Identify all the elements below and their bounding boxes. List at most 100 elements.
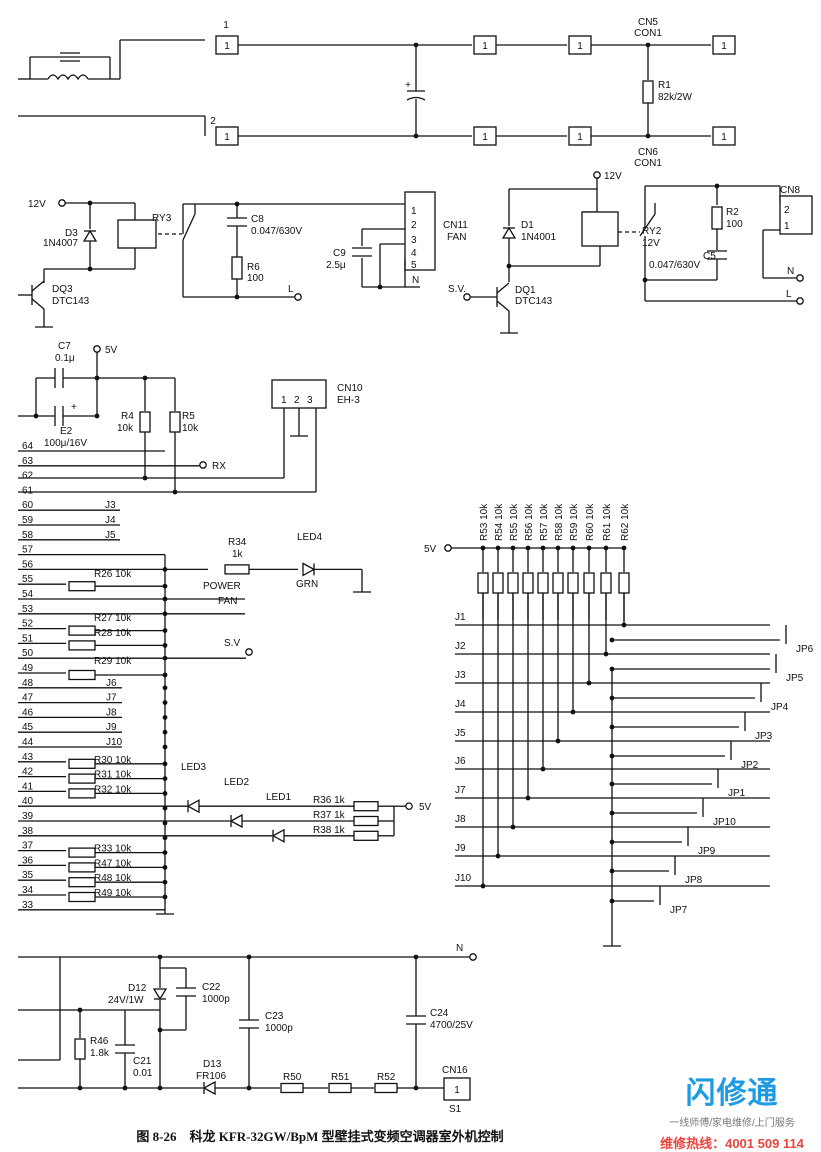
cn10-pin-3: 3 bbox=[307, 395, 313, 406]
diode bbox=[229, 813, 243, 829]
resistor bbox=[68, 758, 96, 769]
diode bbox=[501, 226, 517, 239]
label-r47: R47 10k bbox=[94, 858, 132, 869]
bank-label-1: R54 10k bbox=[494, 503, 505, 541]
label-d13v: FR106 bbox=[196, 1071, 226, 1082]
resistor bbox=[642, 80, 654, 104]
label-d12: D12 bbox=[128, 983, 147, 994]
label-j5: J5 bbox=[105, 530, 116, 541]
watermark-hotline: 维修热线：4001 509 114 bbox=[660, 1136, 804, 1151]
pin-number-33: 33 bbox=[22, 900, 34, 911]
connector-box-label: 1 bbox=[577, 132, 583, 143]
jumper-JP6: JP6 bbox=[796, 644, 814, 655]
terminal bbox=[796, 274, 804, 282]
label-c8: C8 bbox=[251, 214, 264, 225]
resistor bbox=[618, 572, 630, 594]
cn11-pin-4: 4 bbox=[411, 248, 417, 259]
label-c24v: 4700/25V bbox=[430, 1020, 473, 1031]
pin-number-57: 57 bbox=[22, 545, 34, 556]
terminal bbox=[405, 802, 413, 811]
label-ry2: RY2 bbox=[642, 226, 662, 237]
label-r46v: 1.8k bbox=[90, 1048, 110, 1059]
bank-label-3: R56 10k bbox=[524, 503, 535, 541]
label-r31: R31 10k bbox=[94, 770, 132, 781]
label-fan: FAN bbox=[447, 232, 466, 243]
label-r34v: 1k bbox=[232, 549, 244, 560]
label-r49: R49 10k bbox=[94, 888, 132, 899]
inductor bbox=[47, 74, 89, 81]
label-l1: L bbox=[288, 284, 294, 295]
label-fanl: FAN bbox=[218, 596, 237, 607]
diode bbox=[271, 828, 285, 843]
jumper-JP8: JP8 bbox=[685, 875, 703, 886]
label-d3v: 1N4007 bbox=[43, 238, 78, 249]
label-c24: C24 bbox=[430, 1008, 449, 1019]
pin-number-59: 59 bbox=[22, 515, 34, 526]
pin-number-34: 34 bbox=[22, 885, 34, 896]
label-d1: D1 bbox=[521, 220, 534, 231]
label-v5c: 5V bbox=[424, 544, 437, 555]
label-j6: J6 bbox=[106, 678, 117, 689]
cap-plus: + bbox=[405, 80, 411, 91]
connector-box-label: 1 bbox=[482, 132, 488, 143]
bank-label-0: R53 10k bbox=[479, 503, 490, 541]
resistor bbox=[328, 1082, 352, 1094]
terminal bbox=[444, 544, 452, 552]
pin-number-64: 64 bbox=[22, 441, 34, 452]
resistor bbox=[374, 1082, 398, 1094]
label-dq3v: DTC143 bbox=[52, 296, 90, 307]
label-cn11: CN11 bbox=[443, 220, 468, 231]
cn16-pin: 1 bbox=[454, 1085, 460, 1096]
label-led4: LED4 bbox=[297, 532, 322, 543]
label-r6: R6 bbox=[247, 262, 260, 273]
resistor bbox=[169, 411, 181, 433]
pin-number-43: 43 bbox=[22, 752, 34, 763]
label-r36: R36 1k bbox=[313, 795, 346, 806]
label-grn: GRN bbox=[296, 579, 318, 590]
jumper-row-J3: J3 bbox=[455, 670, 466, 681]
cn10-pin-2: 2 bbox=[294, 395, 300, 406]
label-n3: N bbox=[456, 943, 463, 954]
label-v5a: 5V bbox=[105, 345, 118, 356]
label-led2: LED2 bbox=[224, 777, 249, 788]
label-cn6: CN6 bbox=[638, 147, 658, 158]
label-cn5: CN5 bbox=[638, 17, 658, 28]
resistor bbox=[567, 572, 579, 594]
relay-coil-ry3 bbox=[117, 219, 157, 249]
label-d1v: 1N4001 bbox=[521, 232, 556, 243]
pin-number-35: 35 bbox=[22, 870, 34, 881]
label-r1v: 82k/2W bbox=[658, 92, 692, 103]
label-e2v: 100μ/16V bbox=[44, 438, 87, 449]
terminal bbox=[796, 297, 804, 305]
bank-label-7: R60 10k bbox=[585, 503, 596, 541]
label-r52: R52 bbox=[377, 1072, 396, 1083]
label-led1: LED1 bbox=[266, 792, 291, 803]
pin-number-47: 47 bbox=[22, 693, 34, 704]
label-c21: C21 bbox=[133, 1056, 152, 1067]
label-j8: J8 bbox=[106, 707, 117, 718]
resistor bbox=[280, 1082, 304, 1094]
jumper-row-J4: J4 bbox=[455, 699, 466, 710]
label-cn5c: CON1 bbox=[634, 28, 662, 39]
label-cn6c: CON1 bbox=[634, 158, 662, 169]
jumper-JP10: JP10 bbox=[713, 817, 736, 828]
pin-number-63: 63 bbox=[22, 456, 34, 467]
resistor bbox=[492, 572, 504, 594]
pin-number-37: 37 bbox=[22, 841, 34, 852]
relay-coil-ry2 bbox=[581, 211, 619, 247]
label-j10: J10 bbox=[106, 737, 123, 748]
cn11-pin-1: 1 bbox=[411, 206, 417, 217]
label-c23v: 1000p bbox=[265, 1023, 293, 1034]
label-r51: R51 bbox=[331, 1072, 350, 1083]
pin-number-54: 54 bbox=[22, 589, 34, 600]
label-r5: R5 bbox=[182, 411, 195, 422]
pin-number-49: 49 bbox=[22, 663, 34, 674]
diode bbox=[302, 562, 316, 577]
label-r48: R48 10k bbox=[94, 873, 132, 884]
resistor bbox=[552, 572, 564, 594]
jumper-row-J1: J1 bbox=[455, 612, 466, 623]
bank-label-4: R57 10k bbox=[539, 503, 550, 541]
resistor bbox=[231, 256, 243, 280]
terminal bbox=[593, 171, 601, 179]
